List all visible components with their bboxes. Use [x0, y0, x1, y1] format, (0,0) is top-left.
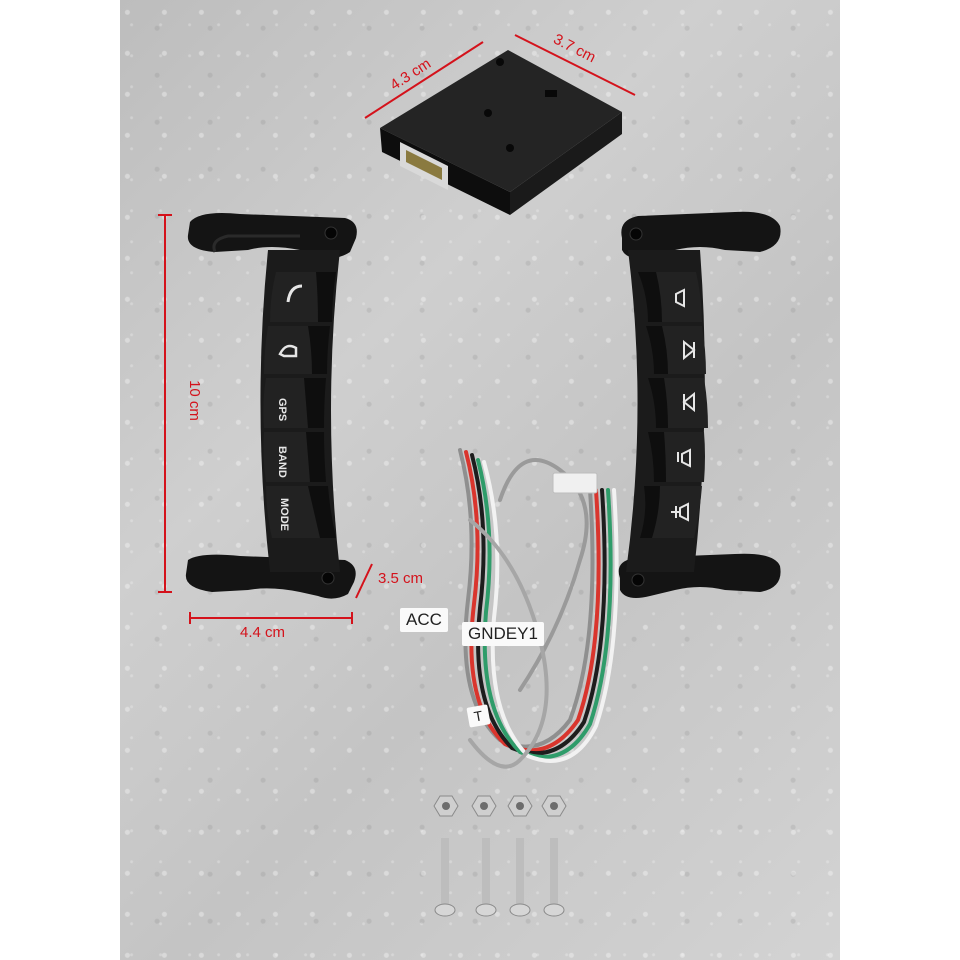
phone-answer-icon [286, 284, 303, 303]
gnd-key-wire-tag: GNDEY1 [462, 622, 544, 646]
volume-down-icon [677, 448, 691, 468]
receiver-box [380, 50, 622, 215]
remote-height-label: 10 cm [185, 380, 203, 421]
wire-harness [458, 448, 619, 769]
mode-label: MODE [278, 498, 290, 531]
right-button-vol-up[interactable] [640, 486, 702, 538]
left-button-gps[interactable] [263, 378, 326, 428]
gps-label: GPS [276, 398, 288, 421]
remote-width-label: 4.4 cm [240, 624, 286, 641]
right-button-mute[interactable] [638, 272, 702, 322]
left-button-band[interactable] [263, 432, 326, 482]
box-dimension-lines [364, 34, 636, 119]
right-button-prev[interactable] [648, 378, 708, 428]
phone-hangup-icon [278, 344, 298, 358]
volume-up-icon [671, 502, 689, 522]
next-track-icon [683, 339, 696, 361]
left-button-mode[interactable] [266, 486, 336, 538]
volume-mute-icon [675, 288, 685, 308]
left-button-hangup[interactable] [264, 326, 330, 374]
left-remote [185, 213, 357, 599]
nuts [433, 795, 567, 817]
band-label: BAND [276, 446, 288, 478]
right-button-next[interactable] [646, 326, 706, 374]
remote-dimension-lines [158, 214, 373, 624]
third-wire-tag: T [466, 704, 491, 728]
screws [434, 838, 565, 917]
right-remote [618, 211, 781, 598]
left-button-call[interactable] [270, 272, 336, 322]
previous-track-icon [682, 391, 695, 413]
right-button-vol-down[interactable] [648, 432, 705, 482]
acc-wire-tag: ACC [400, 608, 448, 632]
remote-depth-label: 3.5 cm [378, 570, 424, 587]
